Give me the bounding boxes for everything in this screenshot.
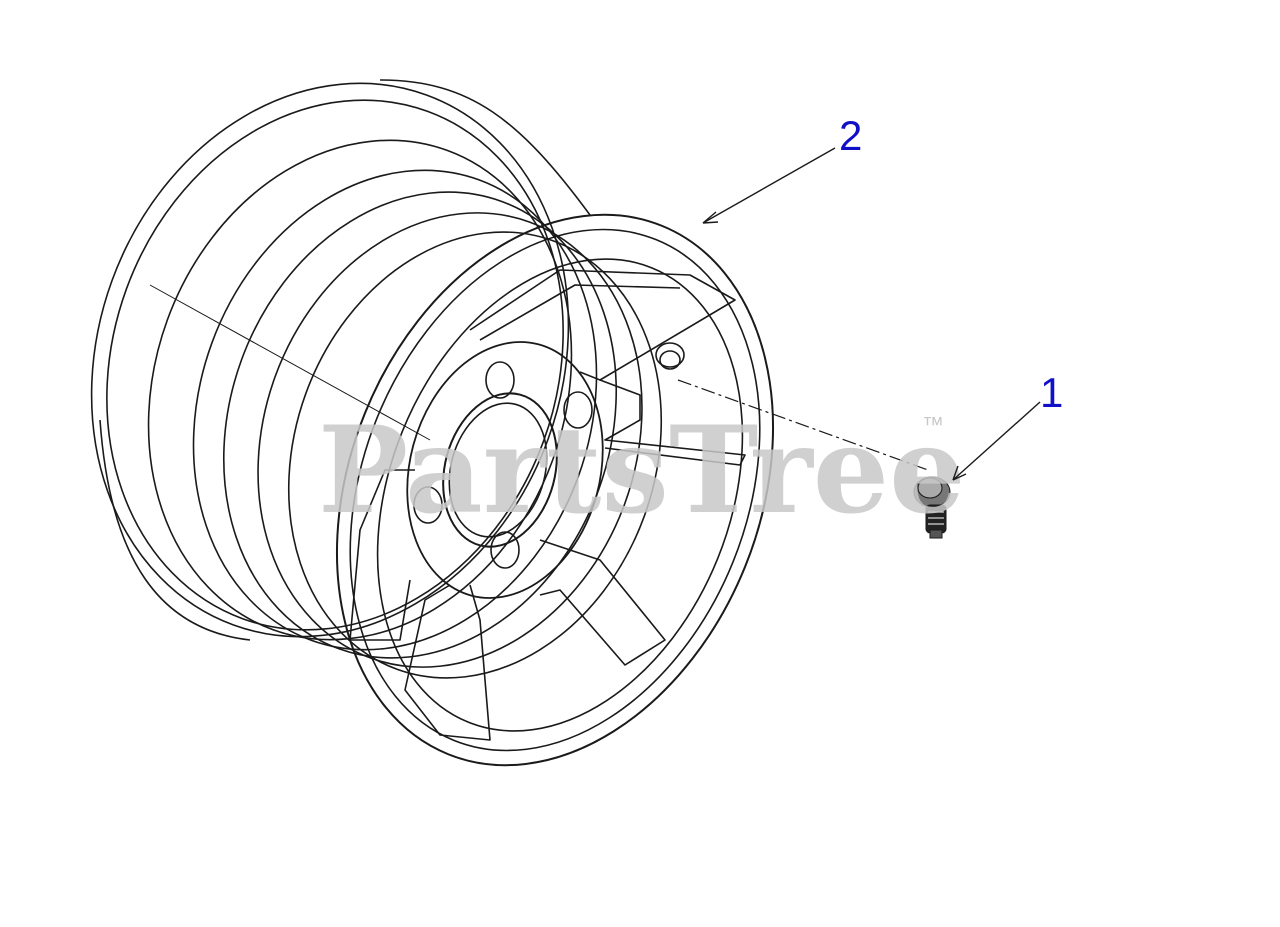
rim-face-ring (376, 258, 744, 732)
spoke-2 (599, 379, 746, 466)
spoke-4 (404, 584, 491, 741)
rim-barrel-ring-1 (147, 139, 573, 641)
valve-stem-base-highlight (917, 477, 943, 499)
rim-section-line (149, 284, 431, 441)
rim-back-flange (90, 82, 570, 638)
rim-front-flange (335, 213, 775, 767)
lug-hole-4 (490, 531, 520, 569)
rim-bottom-edge (99, 419, 251, 641)
spoke-3 (539, 539, 666, 666)
valve-stem-tip (929, 529, 943, 539)
rim-barrel-ring-2 (192, 169, 598, 651)
rim-front-flange-inner (349, 228, 761, 752)
center-bore (442, 392, 558, 548)
assembly-line (677, 379, 929, 471)
watermark-trademark: ™ (922, 412, 944, 437)
wheel-rim-drawing[interactable] (16, 16, 852, 831)
callout-1-label[interactable]: 1 (1040, 369, 1063, 416)
rim-barrel-ring-5 (287, 231, 663, 679)
spoke-1 (469, 269, 736, 381)
valve-hole (655, 342, 685, 368)
valve-hole-inner (659, 350, 681, 370)
callout-2-label[interactable]: 2 (839, 112, 862, 159)
valve-stem-drawing[interactable] (913, 476, 951, 539)
rim-back-flange-inner (106, 99, 564, 631)
lug-hole-3 (413, 486, 443, 524)
watermark-text: PartsTree (318, 400, 965, 541)
lug-hole-1 (485, 361, 515, 399)
spoke-1-edge (479, 284, 681, 341)
callout-1-leader (952, 401, 1041, 481)
lug-hole-2 (563, 391, 593, 429)
spoke-5 (349, 469, 415, 641)
center-bore-inner (448, 402, 548, 538)
rim-top-edge (379, 79, 591, 216)
callout-2-arrowhead (702, 211, 719, 224)
callout-1-arrowhead (952, 465, 967, 481)
callout-2-leader (702, 147, 836, 224)
rim-barrel-ring-4 (257, 212, 643, 668)
hub-outer (406, 341, 604, 599)
